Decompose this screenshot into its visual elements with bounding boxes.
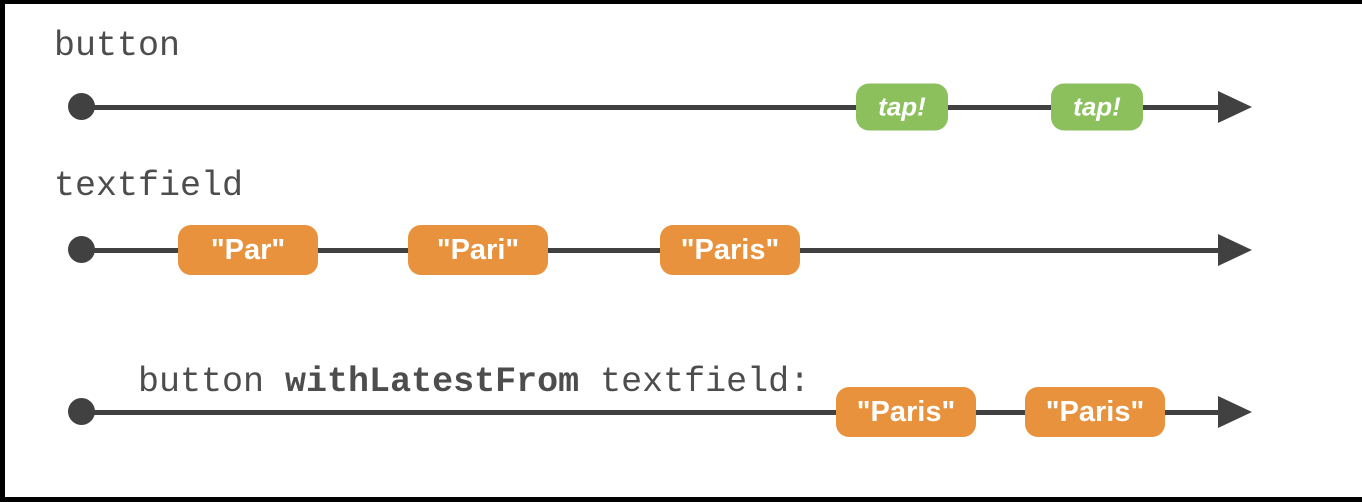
frame-top-border bbox=[0, 0, 1362, 4]
button-stream-arrowhead-icon bbox=[1218, 91, 1252, 123]
button-stream-origin-dot bbox=[68, 93, 95, 120]
event-badge-tap-2: tap! bbox=[1051, 83, 1143, 131]
textfield-stream-timeline bbox=[81, 248, 1222, 253]
with-latest-from-label-post: textfield: bbox=[579, 362, 811, 402]
with-latest-from-stream-timeline bbox=[81, 410, 1222, 415]
event-badge-tap-1: tap! bbox=[856, 83, 948, 131]
with-latest-from-label-pre: button bbox=[138, 362, 286, 402]
button-stream-label: button bbox=[54, 26, 181, 66]
frame-bottom-border bbox=[0, 497, 1362, 502]
with-latest-from-stream-label: button withLatestFrom textfield: bbox=[54, 328, 810, 436]
event-badge-result-paris-2: "Paris" bbox=[1025, 387, 1165, 437]
with-latest-from-stream-origin-dot bbox=[68, 398, 95, 425]
frame-left-border bbox=[0, 0, 5, 502]
with-latest-from-operator-name: withLatestFrom bbox=[285, 362, 580, 402]
event-badge-result-paris-1: "Paris" bbox=[836, 387, 976, 437]
textfield-stream-arrowhead-icon bbox=[1218, 234, 1252, 266]
event-badge-par: "Par" bbox=[178, 225, 318, 275]
button-stream-timeline bbox=[81, 105, 1222, 110]
with-latest-from-stream-arrowhead-icon bbox=[1218, 396, 1252, 428]
textfield-stream-label: textfield bbox=[54, 166, 244, 206]
event-badge-pari: "Pari" bbox=[408, 225, 548, 275]
textfield-stream-origin-dot bbox=[68, 236, 95, 263]
event-badge-paris: "Paris" bbox=[660, 225, 800, 275]
